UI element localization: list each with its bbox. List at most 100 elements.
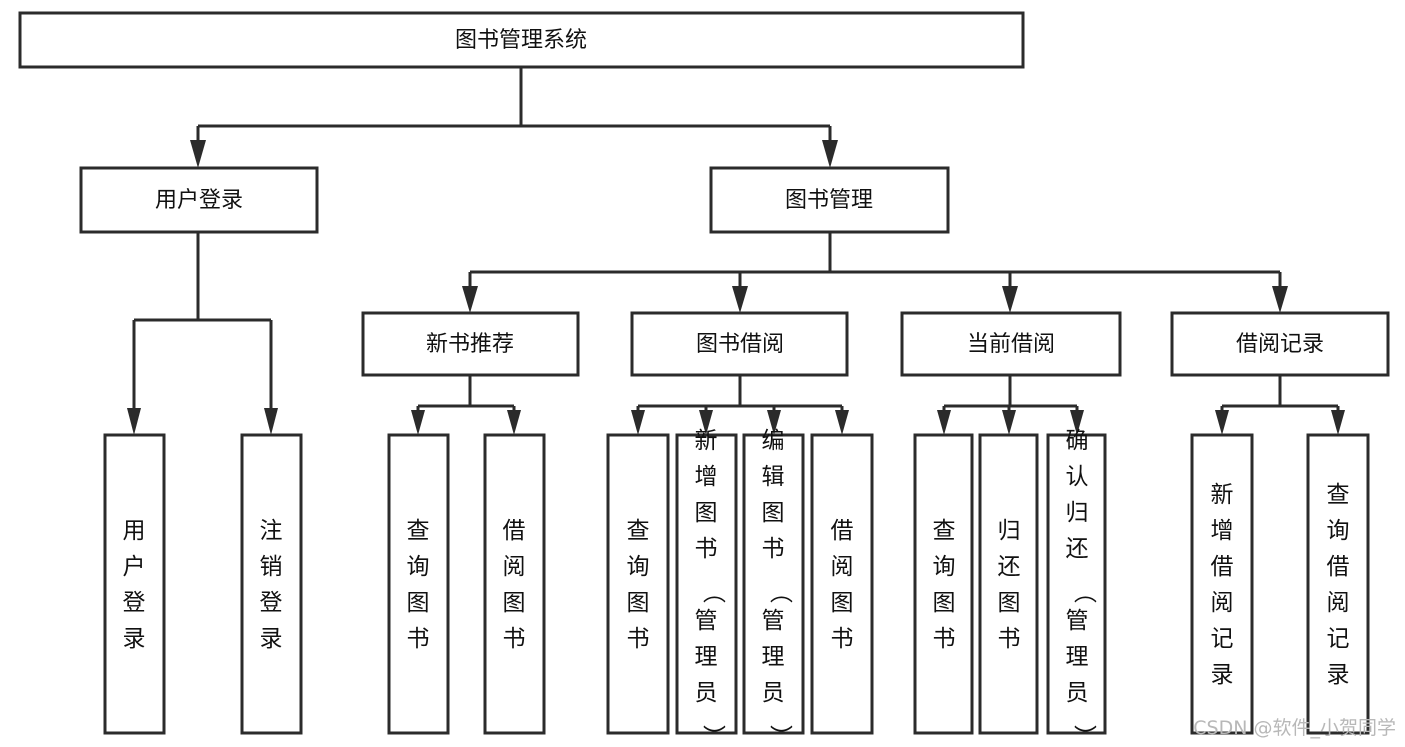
leaf-label-char: 归: [1066, 500, 1089, 526]
node-borrow-record-box[interactable]: [1170, 311, 1390, 377]
leaf-query-record-box[interactable]: [1306, 433, 1370, 735]
leaf-user-login-box[interactable]: [103, 433, 166, 735]
node-book-management[interactable]: 图书管理: [709, 166, 950, 234]
leaf-label-char: （: [700, 581, 726, 604]
node-book-borrow-box[interactable]: [630, 311, 849, 377]
arrow-user-login: [190, 140, 206, 168]
csdn-watermark: CSDN @软件_小贺同学: [1193, 717, 1396, 739]
arrow-leaf-logout-login: [264, 408, 278, 435]
leaf-label-char: 管: [762, 608, 785, 634]
leaf-user-login-label: 用户登录: [123, 518, 146, 652]
leaf-label-char: 编: [762, 428, 785, 454]
leaf-borrow-book-1-box[interactable]: [483, 433, 546, 735]
arrow-borrow-record: [1272, 286, 1288, 313]
arrow-leaf-borrow-book-1: [507, 410, 521, 435]
leaf-borrow-book-2-box[interactable]: [810, 433, 874, 735]
leaf-label-char: 查: [627, 518, 650, 544]
arrow-current-borrow: [1002, 286, 1018, 313]
leaf-edit-book-box[interactable]: [742, 433, 805, 735]
leaf-query-book-1-box[interactable]: [387, 433, 450, 735]
leaf-query-book-2-box[interactable]: [606, 433, 670, 735]
leaf-label-char: 理: [762, 644, 785, 670]
leaf-label-char: 归: [998, 518, 1021, 544]
leaf-label-char: 询: [1327, 518, 1350, 544]
leaf-label-char: 员: [1066, 680, 1089, 706]
leaf-label-char: 阅: [1211, 590, 1234, 616]
arrow-leaf-add-book: [699, 410, 713, 435]
node-user-login[interactable]: 用户登录: [79, 166, 319, 234]
node-borrow-record[interactable]: 借阅记录: [1170, 311, 1390, 377]
leaf-confirm-return-box[interactable]: [1046, 433, 1107, 735]
arrow-leaf-confirm-return: [1070, 410, 1084, 435]
leaf-label-char: ）: [767, 725, 793, 747]
leaf-label-char: 书: [627, 626, 650, 652]
node-root-box[interactable]: [18, 11, 1025, 69]
arrow-leaf-query-record: [1331, 410, 1345, 435]
leaf-logout-login-box[interactable]: [240, 433, 303, 735]
leaf-add-book-box[interactable]: [675, 433, 738, 735]
leaf-label-char: 增: [695, 464, 718, 490]
node-root[interactable]: 图书管理系统: [18, 11, 1025, 69]
node-book-borrow-label: 图书借阅: [696, 332, 784, 357]
arrow-leaf-query-book-2: [631, 410, 645, 435]
node-current-borrow[interactable]: 当前借阅: [900, 311, 1122, 377]
leaf-label-char: 理: [695, 644, 718, 670]
leaf-label-char: 注: [260, 518, 283, 544]
node-user-login-label: 用户登录: [155, 188, 243, 213]
leaf-label-char: 记: [1327, 626, 1350, 652]
arrow-leaf-edit-book: [767, 410, 781, 435]
leaf-query-book-3-box[interactable]: [913, 433, 974, 735]
arrow-leaf-query-book-3: [937, 410, 951, 435]
leaf-label-char: 书: [695, 536, 718, 562]
leaf-user-login[interactable]: 用户登录: [103, 433, 166, 735]
node-new-book-recommend-label: 新书推荐: [426, 332, 514, 357]
leaf-label-char: 还: [998, 554, 1021, 580]
leaf-return-book-box[interactable]: [978, 433, 1039, 735]
leaf-label-char: 书: [407, 626, 430, 652]
node-current-borrow-box[interactable]: [900, 311, 1122, 377]
leaf-label-char: 书: [503, 626, 526, 652]
leaf-label-char: 确: [1066, 428, 1089, 454]
leaf-label-char: 查: [1327, 482, 1350, 508]
leaf-label-char: 借: [831, 518, 854, 544]
leaf-label-char: 书: [762, 536, 785, 562]
arrow-book-borrow: [732, 286, 748, 313]
leaf-label-char: 书: [831, 626, 854, 652]
leaf-label-char: 图: [407, 590, 430, 616]
leaf-label-char: 图: [998, 590, 1021, 616]
arrow-leaf-query-book-1: [411, 410, 425, 435]
node-book-borrow[interactable]: 图书借阅: [630, 311, 849, 377]
leaf-label-char: 用: [123, 518, 146, 544]
node-new-book-recommend-box[interactable]: [361, 311, 580, 377]
leaf-label-char: 询: [627, 554, 650, 580]
node-new-book-recommend[interactable]: 新书推荐: [361, 311, 580, 377]
leaf-label-char: 增: [1211, 518, 1234, 544]
leaf-label-char: 查: [933, 518, 956, 544]
leaf-add-record-box[interactable]: [1190, 433, 1254, 735]
leaf-label-char: 图: [831, 590, 854, 616]
arrow-leaf-add-record: [1215, 410, 1229, 435]
leaf-label-char: 图: [695, 500, 718, 526]
node-book-management-box[interactable]: [709, 166, 950, 234]
node-user-login-box[interactable]: [79, 166, 319, 234]
leaf-label-char: 图: [503, 590, 526, 616]
